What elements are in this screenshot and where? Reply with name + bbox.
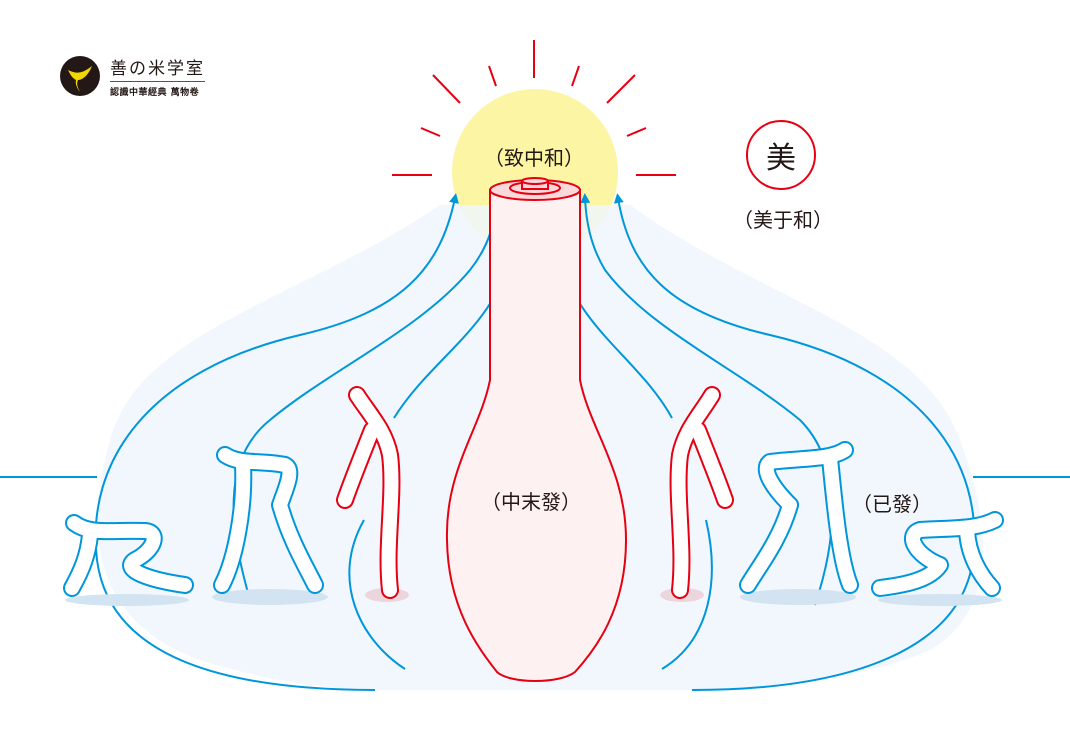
logo-subtitle: 認識中華經典 萬物卷: [110, 88, 200, 98]
sprout-glyphs-blue: [63, 441, 1004, 597]
tube-top: [489, 177, 581, 201]
sprout-glyphs-red: [336, 386, 734, 599]
publisher-logo: 善の米学室 認識中華經典 萬物卷: [60, 54, 205, 98]
logo-title: 善の米学室: [110, 54, 205, 82]
label-mei-yu-he: （美于和）: [733, 208, 833, 232]
mei-badge: 美: [746, 120, 816, 190]
central-vase: [445, 189, 628, 682]
glyph-shadows: [65, 588, 1002, 606]
mei-character: 美: [766, 141, 796, 176]
label-zhong-wei-fa: （中末發）: [481, 490, 581, 514]
sun-rays: [392, 40, 676, 176]
label-zhi-zhong-he: （致中和）: [484, 146, 584, 170]
label-yi-fa: （已發）: [852, 492, 932, 516]
bird-emblem-icon: [60, 56, 100, 96]
